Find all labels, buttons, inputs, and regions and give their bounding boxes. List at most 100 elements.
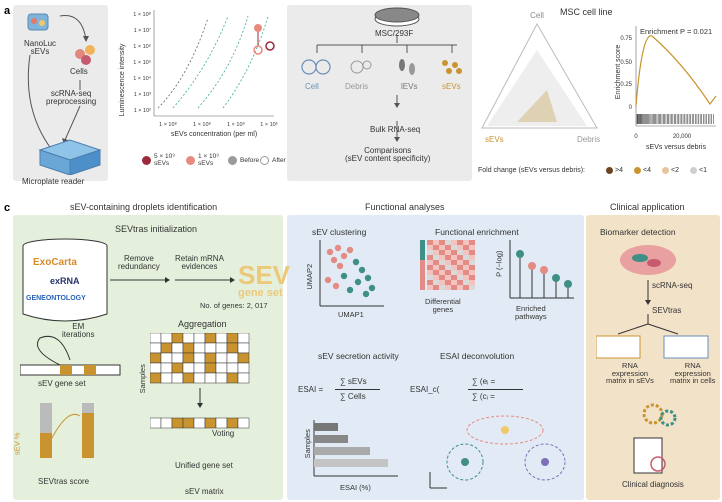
agg-cell — [204, 333, 217, 344]
heat-cell — [469, 260, 475, 265]
heat-side — [420, 245, 425, 250]
agg-cell — [150, 372, 162, 384]
msc-293f-label: MSC/293F — [375, 29, 414, 38]
umap-point — [352, 258, 360, 266]
lum-xtick: 1 × 10⁸ — [159, 121, 177, 128]
legend-5e9: 5 × 10⁹ sEVs — [154, 153, 176, 167]
heat-cell — [439, 285, 445, 290]
lum-ytick: 1 × 10⁸ — [133, 11, 151, 18]
heat-cell — [445, 285, 451, 290]
legend-swatch-before — [228, 156, 237, 165]
agg-cell — [160, 342, 173, 354]
heat-cell — [469, 270, 475, 275]
heat-cell — [445, 245, 451, 250]
lum-ytick: 1 × 10² — [134, 108, 151, 114]
heat-cell — [469, 250, 475, 255]
umap-point — [368, 284, 376, 292]
panel-b-workflow-graphic — [301, 7, 462, 142]
umap-point — [354, 278, 362, 286]
heat-cell — [463, 245, 469, 250]
comparisons-label: Comparisons (sEV content specificity) — [345, 146, 431, 163]
lum-ytick: 1 × 10⁵ — [133, 59, 151, 66]
esaic-lhs: ESAI_c( — [410, 385, 440, 394]
fold-change-title: Fold change (sEVs versus debris): — [478, 167, 585, 174]
agg-cell — [193, 362, 206, 374]
heat-side — [420, 275, 425, 280]
sev-word: SEV — [238, 260, 291, 290]
agg-cell — [193, 342, 206, 354]
legend-before: Before — [240, 157, 260, 164]
deconv-title: ESAI deconvolution — [440, 351, 515, 361]
umap-point — [340, 272, 348, 280]
unified-gene-set: Unified gene set — [175, 461, 233, 470]
heat-cell — [427, 285, 433, 290]
heat-side — [420, 280, 425, 285]
heat-cell — [457, 255, 463, 260]
heat-cell — [457, 245, 463, 250]
heat-cell — [433, 250, 439, 255]
msc-title: MSC cell line — [560, 7, 613, 17]
geneontology-logo: GENEONTOLOGY — [26, 295, 86, 302]
heat-cell — [469, 280, 475, 285]
fc-swatch-1 — [634, 167, 641, 174]
heat-side — [420, 240, 425, 245]
es-xtick-0: 0 — [634, 134, 638, 140]
heat-cell — [463, 275, 469, 280]
es-tick-075: 0.75 — [620, 36, 632, 42]
luminescence-ylabel: Luminescence intensity — [119, 43, 126, 116]
heat-cell — [457, 265, 463, 270]
heat-cell — [433, 280, 439, 285]
heat-cell — [433, 275, 439, 280]
sev-gene-set-label: sEV gene set — [38, 379, 86, 388]
heatmap-graphic — [420, 240, 475, 290]
heat-cell — [451, 265, 457, 270]
esaic-fraction-line — [468, 389, 523, 390]
agg-cell — [171, 342, 184, 354]
sevtras-score-graphic — [40, 403, 94, 458]
enrichment-plot: Enrichment score 0.75 0.50 0.25 0 0 20,0… — [615, 26, 717, 151]
agg-cell — [215, 372, 228, 384]
sev-pct-label: sEV % — [12, 432, 22, 456]
heat-cell — [463, 255, 469, 260]
esai-bars — [313, 420, 398, 477]
agg-cell — [160, 372, 173, 384]
enriched-pathways: Enriched pathways — [515, 304, 547, 321]
retain-mrna: Retain mRNA evidences — [175, 254, 224, 271]
lum-ytick: 1 × 10⁴ — [133, 75, 151, 82]
fc-item-2: <2 — [671, 167, 679, 174]
agg-cell — [160, 362, 173, 374]
unified-cell — [237, 417, 250, 429]
fc-item-0: >4 — [615, 167, 623, 174]
heat-cell — [463, 280, 469, 285]
luminescence-legend: 5 × 10⁹ sEVs 1 × 10⁹ sEVs Before After — [142, 150, 286, 180]
biomarker-title: Biomarker detection — [600, 227, 676, 237]
heat-side — [420, 265, 425, 270]
agg-cell — [150, 352, 162, 364]
heat-cell — [439, 245, 445, 250]
heat-cell — [457, 260, 463, 265]
heat-cell — [433, 240, 439, 245]
panel-b-workflow-box — [287, 5, 472, 181]
heat-cell — [445, 250, 451, 255]
heat-cell — [427, 270, 433, 275]
deconv-graphic — [429, 415, 566, 489]
em-iterations: EM iterations — [62, 322, 95, 339]
samples-label-2: Samples — [302, 429, 312, 459]
section-droplets-title: sEV-containing droplets identification — [70, 202, 218, 212]
umap-point — [362, 290, 370, 298]
remove-redundancy: Remove redundancy — [118, 254, 160, 271]
heat-side — [420, 270, 425, 275]
agg-cell — [237, 333, 250, 344]
heat-cell — [427, 255, 433, 260]
heat-cell — [445, 275, 451, 280]
unified-cell — [182, 417, 195, 429]
debris-label: Debris — [345, 82, 369, 91]
heat-cell — [445, 280, 451, 285]
heat-cell — [451, 270, 457, 275]
heat-cell — [451, 255, 457, 260]
heat-cell — [463, 260, 469, 265]
ternary-plot: Cell sEVs Debris — [481, 11, 600, 144]
heat-cell — [469, 285, 475, 290]
agg-cell — [182, 333, 195, 344]
